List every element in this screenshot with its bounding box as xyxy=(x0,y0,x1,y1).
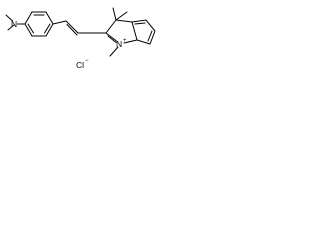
aryl-vinyl-bond xyxy=(52,20,67,25)
benzene-double-bond-right xyxy=(44,23,51,34)
benzo-double-bond-right xyxy=(147,30,153,42)
indolium-nitrogen-label: N xyxy=(116,39,122,49)
vinyl-double-bond xyxy=(65,20,79,34)
benzo-double-bond-top xyxy=(134,22,146,25)
chloride-counterion: Cl − xyxy=(76,58,89,70)
c2-c3-bond xyxy=(105,19,117,34)
c2-n-double-bond xyxy=(105,32,117,42)
chemical-structure: N N + Cl − xyxy=(5,7,156,70)
n-methyl-bond xyxy=(109,46,119,57)
n-methyl-bond-lower xyxy=(7,24,15,31)
indolium-benzo-ring xyxy=(131,19,156,45)
chloride-label: Cl xyxy=(76,60,84,70)
n-c7a-bond xyxy=(123,39,138,44)
dimethylamino-group: N xyxy=(5,14,26,31)
benzo-ring-outline xyxy=(131,19,156,45)
indolium-five-ring: N + xyxy=(105,7,138,57)
vinyl-double-bond-second-line xyxy=(66,24,78,36)
vinyl-linker xyxy=(52,20,107,36)
benzene-double-bond-left xyxy=(27,23,34,34)
n-methyl-bond-upper xyxy=(5,14,13,22)
c3-c3a-bond xyxy=(115,19,133,23)
gem-methyl-bond-1 xyxy=(112,7,117,21)
dimethylamino-nitrogen-label: N xyxy=(11,19,17,29)
benzene-ring-outline xyxy=(24,11,54,37)
indolium-positive-charge: + xyxy=(123,38,127,44)
chloride-negative-charge: − xyxy=(85,58,89,64)
gem-methyl-bond-2 xyxy=(115,11,128,21)
benzene-ring xyxy=(24,11,54,37)
c2-n-double-bond-second-line xyxy=(107,35,117,43)
